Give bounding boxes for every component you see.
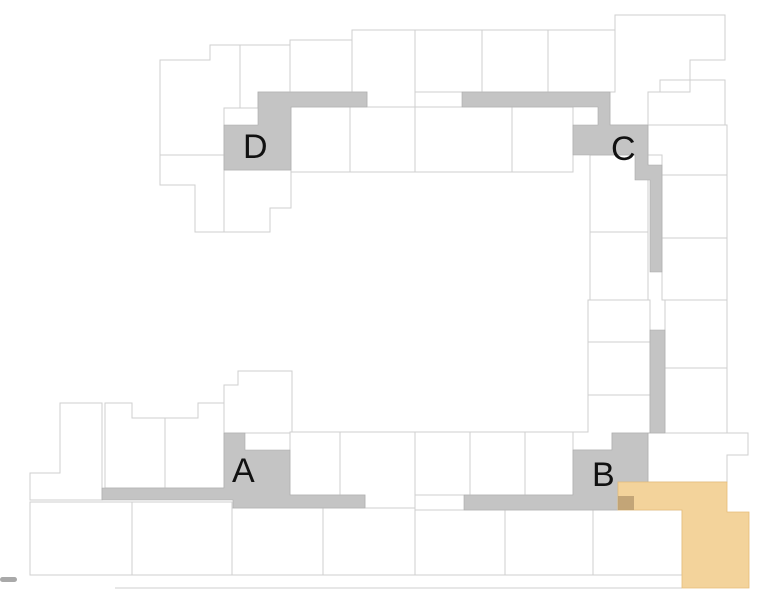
room[interactable] [349,106,416,173]
wing-label-a: A [232,452,255,490]
horizontal-scrollbar[interactable] [0,577,17,582]
room[interactable] [231,507,324,576]
room[interactable] [164,402,225,489]
room[interactable] [223,169,292,233]
room[interactable] [664,367,728,434]
corridor-b [463,329,666,511]
corridor-d [223,91,368,171]
room[interactable] [511,106,574,173]
room[interactable] [589,231,649,301]
room[interactable] [289,431,341,496]
room[interactable] [504,509,594,576]
room[interactable] [592,509,683,576]
room[interactable] [661,174,728,239]
highlighted-unit[interactable] [617,481,750,589]
room[interactable] [223,370,293,434]
room[interactable] [414,509,506,576]
room[interactable] [29,402,103,501]
room[interactable] [289,39,353,93]
room[interactable] [322,507,416,576]
room[interactable] [290,106,351,173]
room[interactable] [664,299,728,369]
room[interactable] [647,432,749,483]
room[interactable] [547,29,616,93]
corridor-c [461,91,663,273]
room[interactable] [661,237,728,301]
room[interactable] [131,501,233,576]
room[interactable] [587,299,651,343]
wing-label-d: D [243,128,268,166]
corridor-a [101,432,366,509]
wing-label-c: C [611,130,636,168]
room[interactable] [159,154,225,233]
room[interactable] [481,29,549,93]
room[interactable] [29,501,133,576]
room[interactable] [414,29,483,93]
corridors [101,91,666,511]
wing-labels: A B C D [232,128,636,494]
selected-unit[interactable] [617,481,750,589]
rooms [29,14,749,589]
room[interactable] [524,431,574,496]
room[interactable] [414,106,513,173]
room[interactable] [414,431,471,496]
room[interactable] [587,341,651,396]
room[interactable] [469,431,526,496]
wing-label-b: B [592,456,615,494]
room[interactable] [104,402,166,489]
unit-overlap [618,496,634,510]
